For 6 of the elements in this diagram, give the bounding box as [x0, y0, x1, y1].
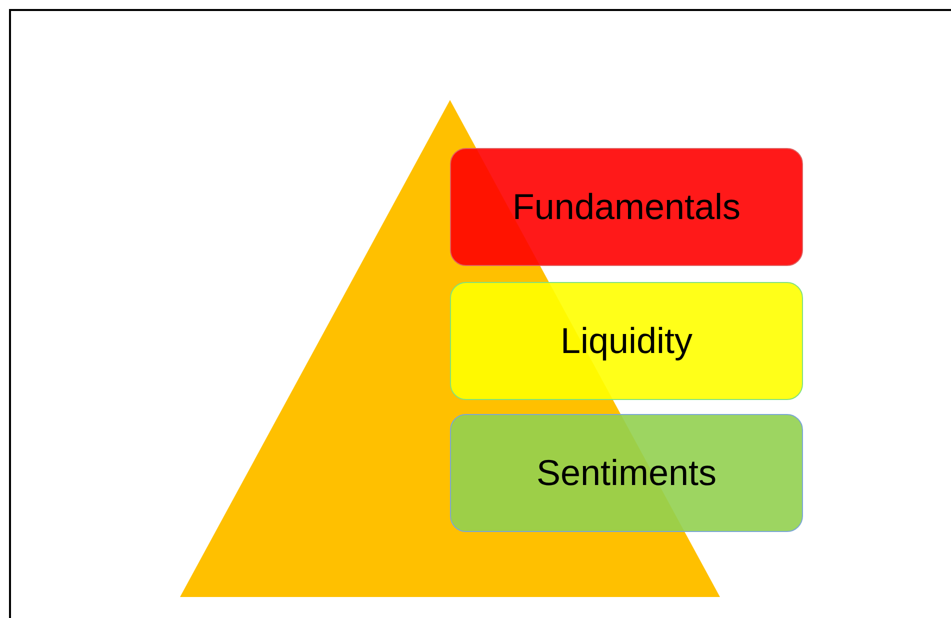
level-box — [450, 148, 803, 266]
level-label: Liquidity — [560, 319, 693, 363]
level-box — [450, 414, 803, 532]
level-label: Sentiments — [536, 451, 717, 495]
level-box — [450, 282, 803, 400]
level-label: Fundamentals — [512, 185, 741, 229]
